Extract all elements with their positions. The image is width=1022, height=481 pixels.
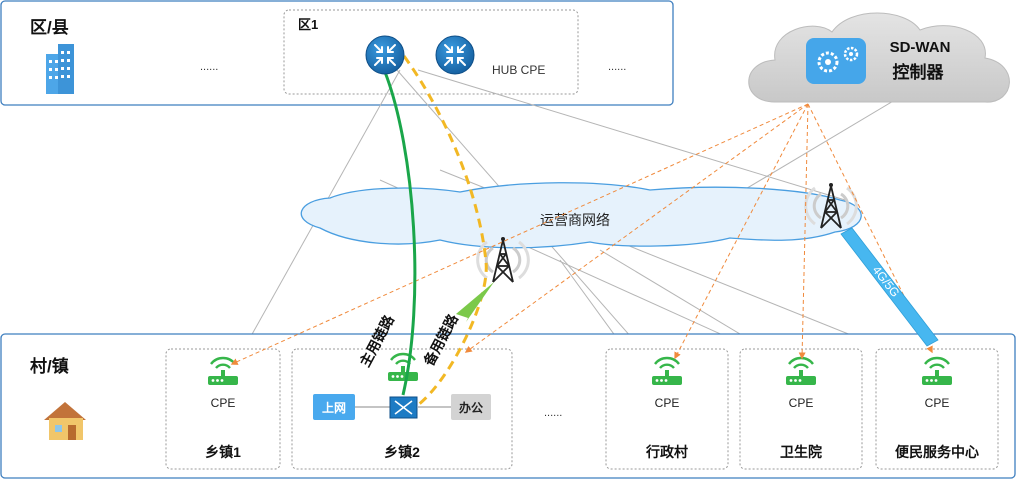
backup-link (402, 55, 488, 407)
top-region-title: 区/县 (30, 18, 69, 37)
top-region-box (0, 0, 674, 106)
office-box (451, 394, 491, 420)
carrier-network-label: 运营商网络 (540, 212, 610, 228)
office-box-label: 办公 (459, 400, 483, 415)
house-icon (44, 402, 86, 440)
site-name-1: 乡镇1 (205, 444, 241, 460)
site-box-3 (605, 348, 729, 470)
site-box-1 (165, 348, 281, 470)
hub-router-icon-2 (435, 35, 475, 75)
bottom-region-box (0, 333, 1016, 479)
hub-router-icon-1 (365, 35, 405, 75)
district-box (283, 9, 579, 95)
controller-cloud (748, 12, 1010, 103)
internet-box (313, 394, 355, 420)
top-ellipsis-left: ...... (200, 61, 218, 73)
switch-icon (389, 396, 418, 419)
cpe-label-4: CPE (789, 396, 814, 410)
controller-line2: 控制器 (893, 62, 945, 82)
internet-box-label: 上网 (322, 400, 346, 415)
cpe-label-5: CPE (925, 396, 950, 410)
backup-link-wireless-arrow (456, 282, 494, 322)
cpe-label-3: CPE (655, 396, 680, 410)
site-box-2 (291, 348, 513, 470)
cpe-label-1: CPE (211, 396, 236, 410)
controller-line1: SD-WAN (890, 39, 951, 56)
site-box-4 (739, 348, 863, 470)
tower-icon-center (476, 235, 530, 284)
site-name-4: 卫生院 (780, 444, 822, 460)
site-name-3: 行政村 (645, 444, 688, 460)
top-ellipsis-right: ...... (608, 61, 626, 73)
site-name-2: 乡镇2 (384, 444, 420, 460)
site-name-5: 便民服务中心 (895, 444, 979, 460)
site-box-5 (875, 348, 999, 470)
district-label: 区1 (298, 17, 318, 32)
building-icon (46, 44, 74, 94)
bottom-ellipsis: ...... (544, 407, 562, 419)
wireless-link-bar (840, 227, 939, 347)
wireless-link-label: 4G/5G (870, 263, 903, 299)
bottom-region-title: 村/镇 (30, 356, 69, 376)
primary-link (383, 71, 417, 396)
hub-cpe-label: HUB CPE (492, 63, 545, 77)
